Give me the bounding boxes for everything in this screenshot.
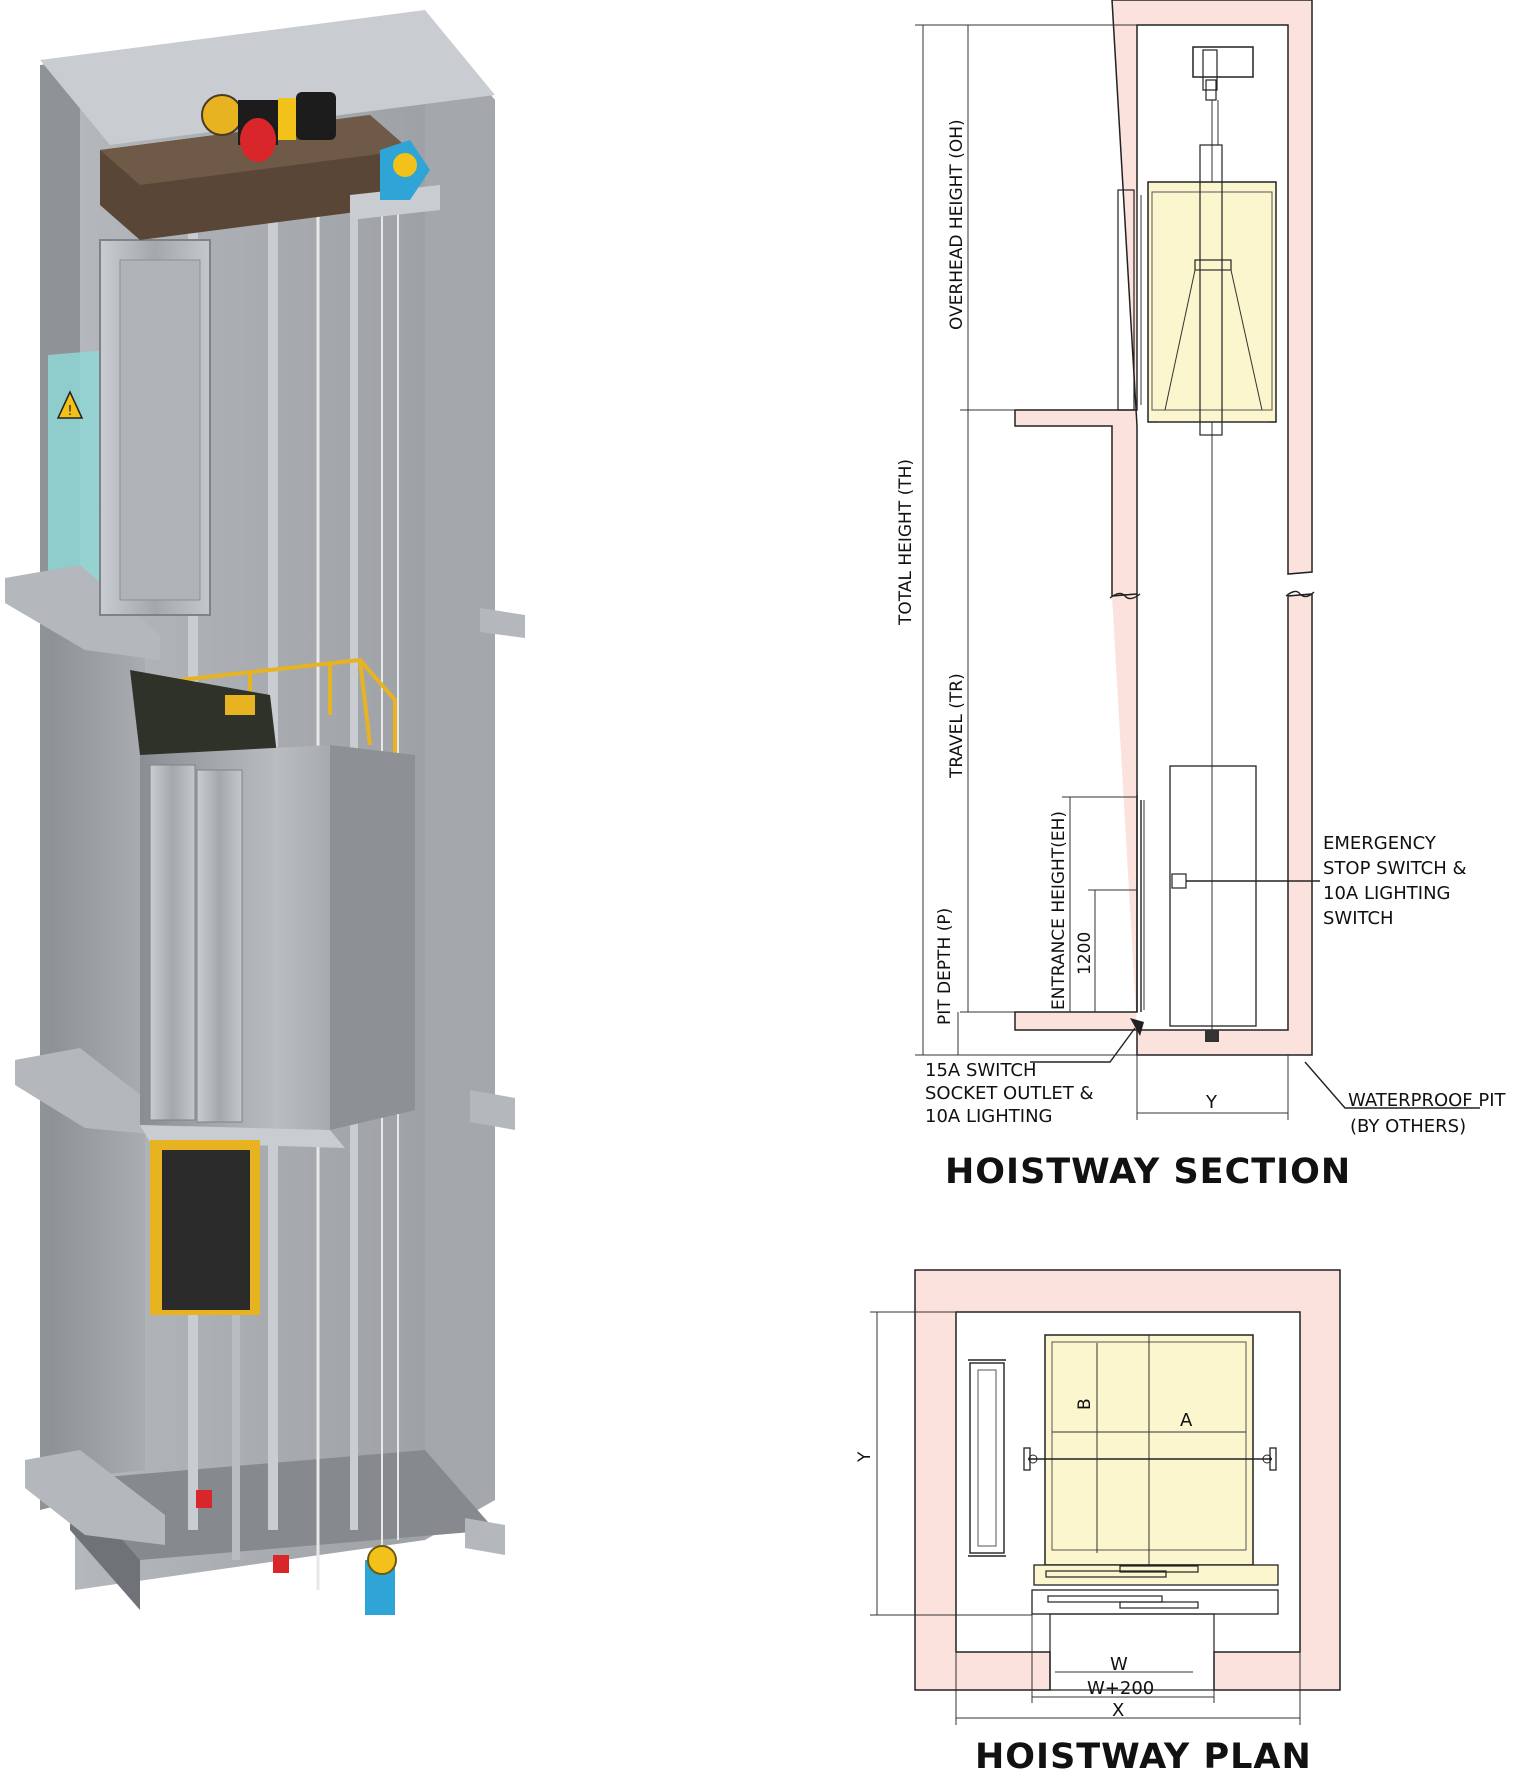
- label-section-y: Y: [1205, 1092, 1218, 1113]
- plan-label-w200: W+200: [1087, 1678, 1154, 1699]
- label-total-height: TOTAL HEIGHT (TH): [896, 459, 916, 626]
- landing-slab-lower-right: [465, 1518, 505, 1555]
- socket-leader: [1030, 1027, 1136, 1063]
- door-operator-box: [225, 695, 255, 715]
- car-door-right: [196, 769, 243, 1123]
- plan-label-w: W: [1110, 1654, 1128, 1675]
- warning-icon: !: [56, 390, 84, 419]
- plan-car-sill: [1033, 1564, 1279, 1586]
- plan-rail-right: [1269, 1447, 1277, 1471]
- plan-label-b: B: [1075, 1398, 1095, 1410]
- plan-label-a: A: [1180, 1410, 1193, 1431]
- label-entrance-height: ENTRANCE HEIGHT(EH): [1049, 811, 1069, 1010]
- section-machine: [1192, 46, 1254, 101]
- plan-landing-door-1: [1047, 1595, 1163, 1603]
- section-title: HOISTWAY SECTION: [945, 1152, 1351, 1192]
- shaft-right-wall: [425, 15, 495, 1540]
- section-buffer: [1205, 1030, 1219, 1042]
- plan-car-door-2: [1119, 1565, 1199, 1573]
- speed-governor-icon: [380, 140, 430, 200]
- label-overhead-height: OVERHEAD HEIGHT (OH): [947, 119, 967, 330]
- plan-counterweight-inner: [977, 1369, 997, 1547]
- label-socket-1: 15A SWITCH: [925, 1060, 1037, 1081]
- label-emergency-3: 10A LIGHTING: [1323, 883, 1450, 904]
- label-socket-2: SOCKET OUTLET &: [925, 1083, 1094, 1104]
- tension-pulley-icon: [365, 1545, 397, 1615]
- label-emergency-4: SWITCH: [1323, 908, 1394, 929]
- elevator-3d-illustration: !: [5, 10, 525, 1615]
- plan-label-y: Y: [855, 1451, 875, 1463]
- label-waterproof-1: WATERPROOF PIT: [1348, 1090, 1507, 1111]
- section-sling: [1164, 269, 1263, 411]
- landing-slab-upper: [5, 565, 160, 660]
- section-socket-outlet: [1130, 1018, 1144, 1036]
- plan-label-x: X: [1112, 1700, 1124, 1721]
- pit-buffer-1: [196, 1490, 212, 1508]
- landing-slab-upper-right: [480, 608, 525, 638]
- waterproof-leader: [1304, 1061, 1480, 1109]
- plan-rail-left: [1023, 1447, 1031, 1471]
- landing-slab-middle: [15, 1048, 160, 1135]
- machine-platform: [350, 185, 440, 220]
- shaft-top-ledge: [40, 10, 495, 145]
- shaft-base: [70, 1450, 495, 1560]
- landing-slab-middle-right: [470, 1090, 515, 1130]
- plan-car-door-1: [1045, 1570, 1167, 1578]
- label-socket-3: 10A LIGHTING: [925, 1106, 1052, 1127]
- plan-counterweight: [969, 1362, 1005, 1554]
- plan-rail-shoe-right: [1262, 1454, 1272, 1464]
- section-counterweight: [1169, 765, 1257, 1027]
- label-travel: TRAVEL (TR): [947, 673, 967, 779]
- hoistway-section: TOTAL HEIGHT (TH) OVERHEAD HEIGHT (OH) T…: [896, 0, 1507, 1192]
- plan-rail-shoe-left: [1028, 1454, 1038, 1464]
- section-landing-door-upper: [1117, 189, 1135, 411]
- label-pit-depth: PIT DEPTH (P): [935, 908, 955, 1025]
- plan-landing-door-2: [1119, 1601, 1199, 1609]
- car-door-left: [149, 764, 196, 1121]
- label-waterproof-2: (BY OTHERS): [1350, 1116, 1466, 1137]
- section-break-left: [1109, 592, 1141, 600]
- plan-title: HOISTWAY PLAN: [975, 1737, 1312, 1774]
- section-car-inner: [1151, 191, 1273, 411]
- svg-text:!: !: [67, 404, 72, 419]
- label-emergency-2: STOP SWITCH &: [1323, 858, 1467, 879]
- hoistway-plan: A B Y W W+200 X HOISTWAY PLAN: [855, 1269, 1341, 1774]
- traction-motor-icon: [201, 92, 336, 162]
- lower-landing-door-opening: [162, 1150, 250, 1310]
- section-break-right: [1285, 590, 1315, 598]
- upper-landing-door-panel: [119, 259, 201, 601]
- section-car-frame-top: [1199, 144, 1223, 436]
- elevator-car-side: [330, 745, 415, 1130]
- label-emergency-1: EMERGENCY: [1323, 833, 1437, 854]
- section-car: [1147, 181, 1277, 423]
- section-emergency-switch: [1171, 873, 1187, 889]
- label-1200: 1200: [1075, 932, 1095, 975]
- landing-slab-lower: [25, 1450, 165, 1545]
- pit-buffer-2: [273, 1555, 289, 1573]
- shaft-left-wall-face: [50, 630, 145, 1480]
